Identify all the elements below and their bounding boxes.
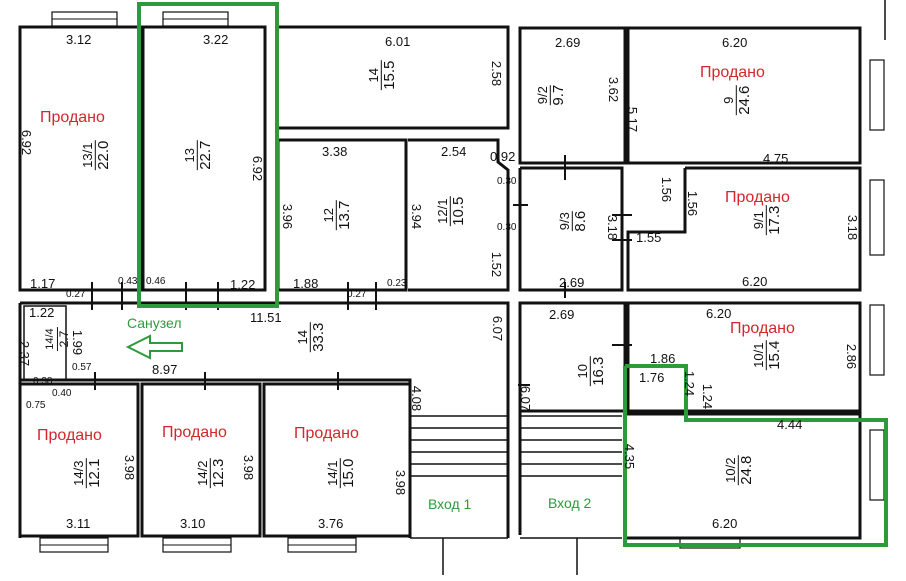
dimension: 5.17 (625, 106, 641, 133)
dimension: 2.69 (549, 307, 575, 322)
dimension: 6.07 (518, 385, 534, 412)
bathroom-label: Санузел (127, 315, 182, 331)
dimension: 11.51 (250, 310, 282, 325)
dimension: 0.27 (347, 289, 367, 300)
dimension: 3.98 (122, 454, 138, 481)
dimension: 3.38 (322, 144, 348, 159)
dimension: 1.55 (636, 230, 662, 245)
dimension: 3.98 (393, 469, 409, 496)
sold-label: Продано (725, 189, 790, 206)
dimension: 6.20 (712, 516, 738, 531)
dimension: 4.08 (409, 385, 425, 412)
dimension: 1.17 (30, 276, 56, 291)
dimension: 3.98 (241, 454, 257, 481)
dimension: 3.18 (605, 214, 621, 241)
dimension: 1.86 (650, 351, 676, 366)
dimension: 3.11 (66, 516, 91, 531)
dimension: 1.56 (659, 176, 675, 203)
dimension: 1.76 (639, 370, 665, 385)
dimension: 1.24 (700, 383, 716, 410)
dimension: 6.20 (722, 35, 748, 50)
dimension: 0.40 (52, 388, 72, 399)
dimension: 6.20 (706, 306, 732, 321)
dimension: 2.69 (555, 35, 581, 50)
dimension: 0.30 (497, 222, 517, 233)
dimension: 4.44 (777, 417, 803, 432)
dimension: 2.69 (559, 275, 585, 290)
dimension: 3.10 (180, 516, 206, 531)
dimension: 0.43 (118, 276, 138, 287)
dimension: 1.24 (682, 370, 698, 397)
dimension: 1.52 (489, 251, 505, 278)
dimension: 3.76 (318, 516, 344, 531)
dimension: 3.62 (606, 76, 622, 103)
dimension: 6.92 (19, 129, 35, 156)
dimension: 2.37 (17, 340, 33, 367)
dimension: 6.20 (742, 274, 768, 289)
entrance-2-label: Вход 2 (548, 495, 592, 511)
sold-label: Продано (40, 109, 105, 126)
dimension: 6.01 (385, 34, 411, 49)
dimension: 3.22 (203, 32, 229, 47)
entrance-1-label: Вход 1 (428, 496, 472, 512)
dimension: 1.56 (685, 190, 701, 217)
sold-label: Продано (162, 424, 227, 441)
dimension: 1.22 (230, 277, 256, 292)
dimension: 3.12 (66, 32, 92, 47)
dimension: 0.75 (26, 400, 46, 411)
dimension: 0.38 (33, 376, 53, 387)
dimension: 0.92 (490, 149, 516, 164)
dimension: 0.30 (497, 176, 517, 187)
dimension: 4.35 (622, 443, 638, 470)
sold-label: Продано (294, 425, 359, 442)
dimension: 2.86 (844, 343, 860, 370)
sold-label: Продано (730, 320, 795, 337)
dimension: 0.27 (66, 289, 86, 300)
dimension: 2.58 (489, 60, 505, 87)
dimension: 0.23 (387, 278, 407, 289)
dimension: 6.92 (250, 155, 266, 182)
dimension: 1.88 (293, 276, 319, 291)
dimension: 8.97 (152, 362, 178, 377)
dimension: 0.46 (146, 276, 166, 287)
dimension: 6.07 (490, 315, 506, 342)
dimension: 3.18 (845, 214, 861, 241)
sold-label: Продано (700, 64, 765, 81)
dimension: 3.96 (280, 203, 296, 230)
dimension: 2.54 (441, 144, 467, 159)
dimension: 1.99 (70, 329, 86, 356)
dimension: 4.75 (763, 151, 789, 166)
sold-label: Продано (37, 427, 102, 444)
dimension: 1.22 (29, 305, 55, 320)
dimension: 0.57 (72, 362, 92, 373)
dimension: 3.94 (409, 203, 425, 230)
